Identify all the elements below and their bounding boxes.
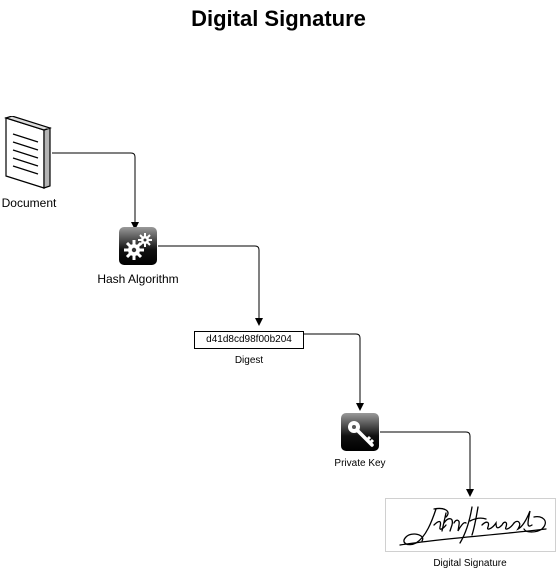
document-icon[interactable] — [4, 115, 52, 190]
gears-icon[interactable] — [119, 227, 157, 265]
document-label: Document — [1, 196, 57, 210]
hash-algorithm-label: Hash Algorithm — [97, 272, 179, 286]
arrow-hash-to-digest — [158, 245, 263, 326]
arrow-key-to-signature — [380, 431, 474, 497]
arrow-digest-to-key — [304, 333, 364, 411]
digest-box[interactable]: d41d8cd98f00b204 — [194, 331, 304, 349]
private-key-label: Private Key — [334, 458, 386, 469]
diagram-title: Digital Signature — [191, 6, 366, 31]
signature-image[interactable] — [385, 498, 556, 552]
digital-signature-label: Digital Signature — [433, 558, 507, 569]
arrow-document-to-hash — [52, 152, 139, 230]
digest-label: Digest — [234, 355, 264, 366]
key-icon[interactable] — [341, 413, 379, 451]
